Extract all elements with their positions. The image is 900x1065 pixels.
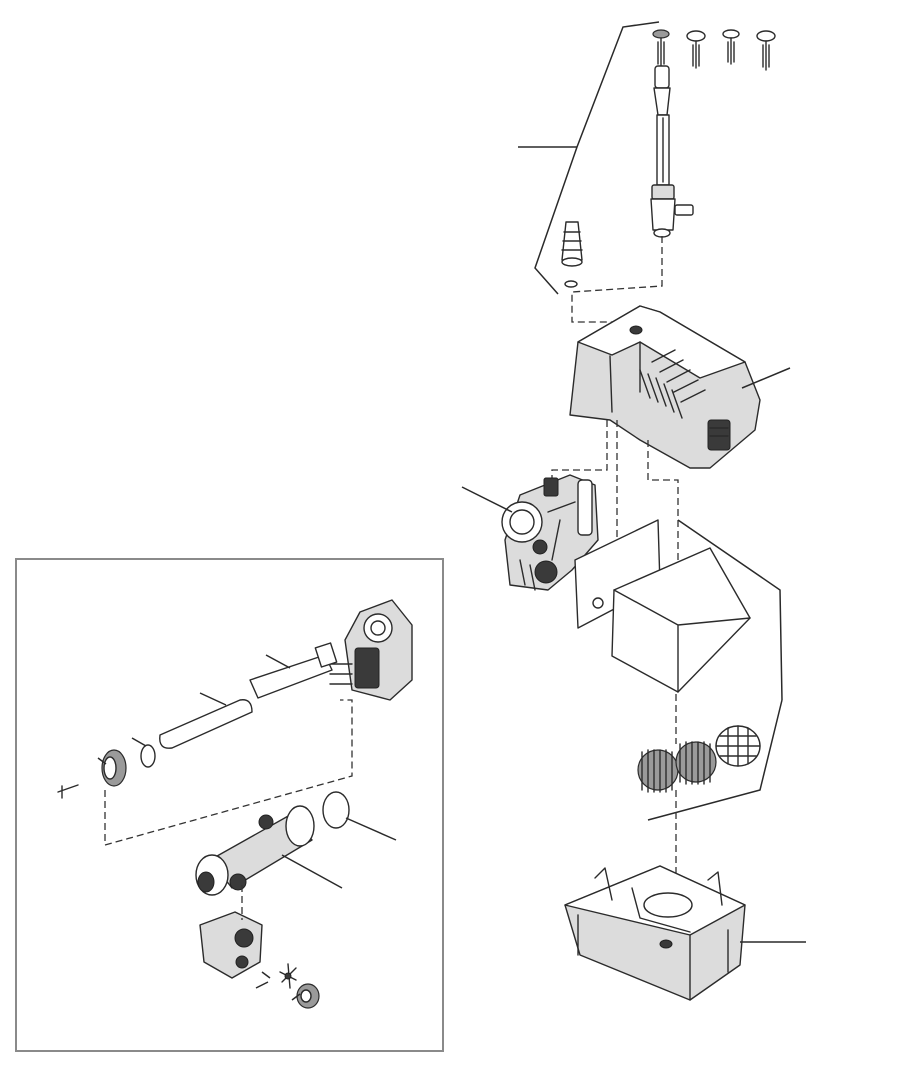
impeller bbox=[279, 963, 297, 989]
filter-ball-2 bbox=[675, 741, 717, 785]
assembly-line-top bbox=[571, 236, 663, 323]
housing-o-ring bbox=[322, 791, 350, 829]
leader-top bbox=[518, 21, 660, 295]
screw-4 bbox=[756, 30, 776, 71]
leader-quartz bbox=[199, 692, 227, 706]
leader-nut bbox=[97, 757, 107, 765]
assembly-line-cover bbox=[551, 420, 679, 600]
filter-ball-1 bbox=[637, 749, 679, 793]
inset-o-ring bbox=[140, 744, 156, 768]
leader-sponge bbox=[677, 519, 783, 701]
screw-set bbox=[652, 29, 776, 71]
uvc-housing bbox=[195, 805, 315, 896]
filter-ball-3 bbox=[715, 725, 761, 767]
inset-uvc-unit bbox=[57, 599, 413, 1009]
uvc-housing-head bbox=[329, 599, 413, 701]
inset-frame bbox=[15, 558, 444, 1052]
leader-balls bbox=[647, 699, 783, 821]
mini-pump bbox=[199, 911, 263, 979]
leader-impeller bbox=[255, 971, 271, 989]
union-nut bbox=[101, 749, 127, 787]
leader-lamp bbox=[265, 654, 291, 669]
quartz-glass bbox=[159, 699, 253, 749]
leader-cap bbox=[291, 993, 301, 1001]
telescope-tube bbox=[650, 65, 694, 238]
hose-nozzle bbox=[561, 221, 583, 267]
leader-cover bbox=[741, 367, 791, 389]
leader-motor bbox=[461, 486, 513, 513]
inset-assembly-line bbox=[104, 699, 353, 846]
o-ring-small bbox=[564, 280, 578, 288]
screw-3 bbox=[722, 29, 740, 65]
leader-o-ring bbox=[131, 737, 147, 747]
leader-housing bbox=[281, 854, 343, 889]
impeller-cap bbox=[296, 983, 320, 1009]
filter-balls bbox=[637, 725, 761, 793]
pump-cover bbox=[569, 305, 761, 469]
screw-1 bbox=[652, 29, 670, 67]
filter-sponge bbox=[611, 547, 751, 693]
inset-screw bbox=[57, 784, 79, 799]
pump-base bbox=[564, 865, 746, 1001]
screw-2 bbox=[686, 30, 706, 69]
uv-lamp bbox=[249, 642, 338, 699]
leader-housing-o-ring bbox=[345, 817, 397, 841]
